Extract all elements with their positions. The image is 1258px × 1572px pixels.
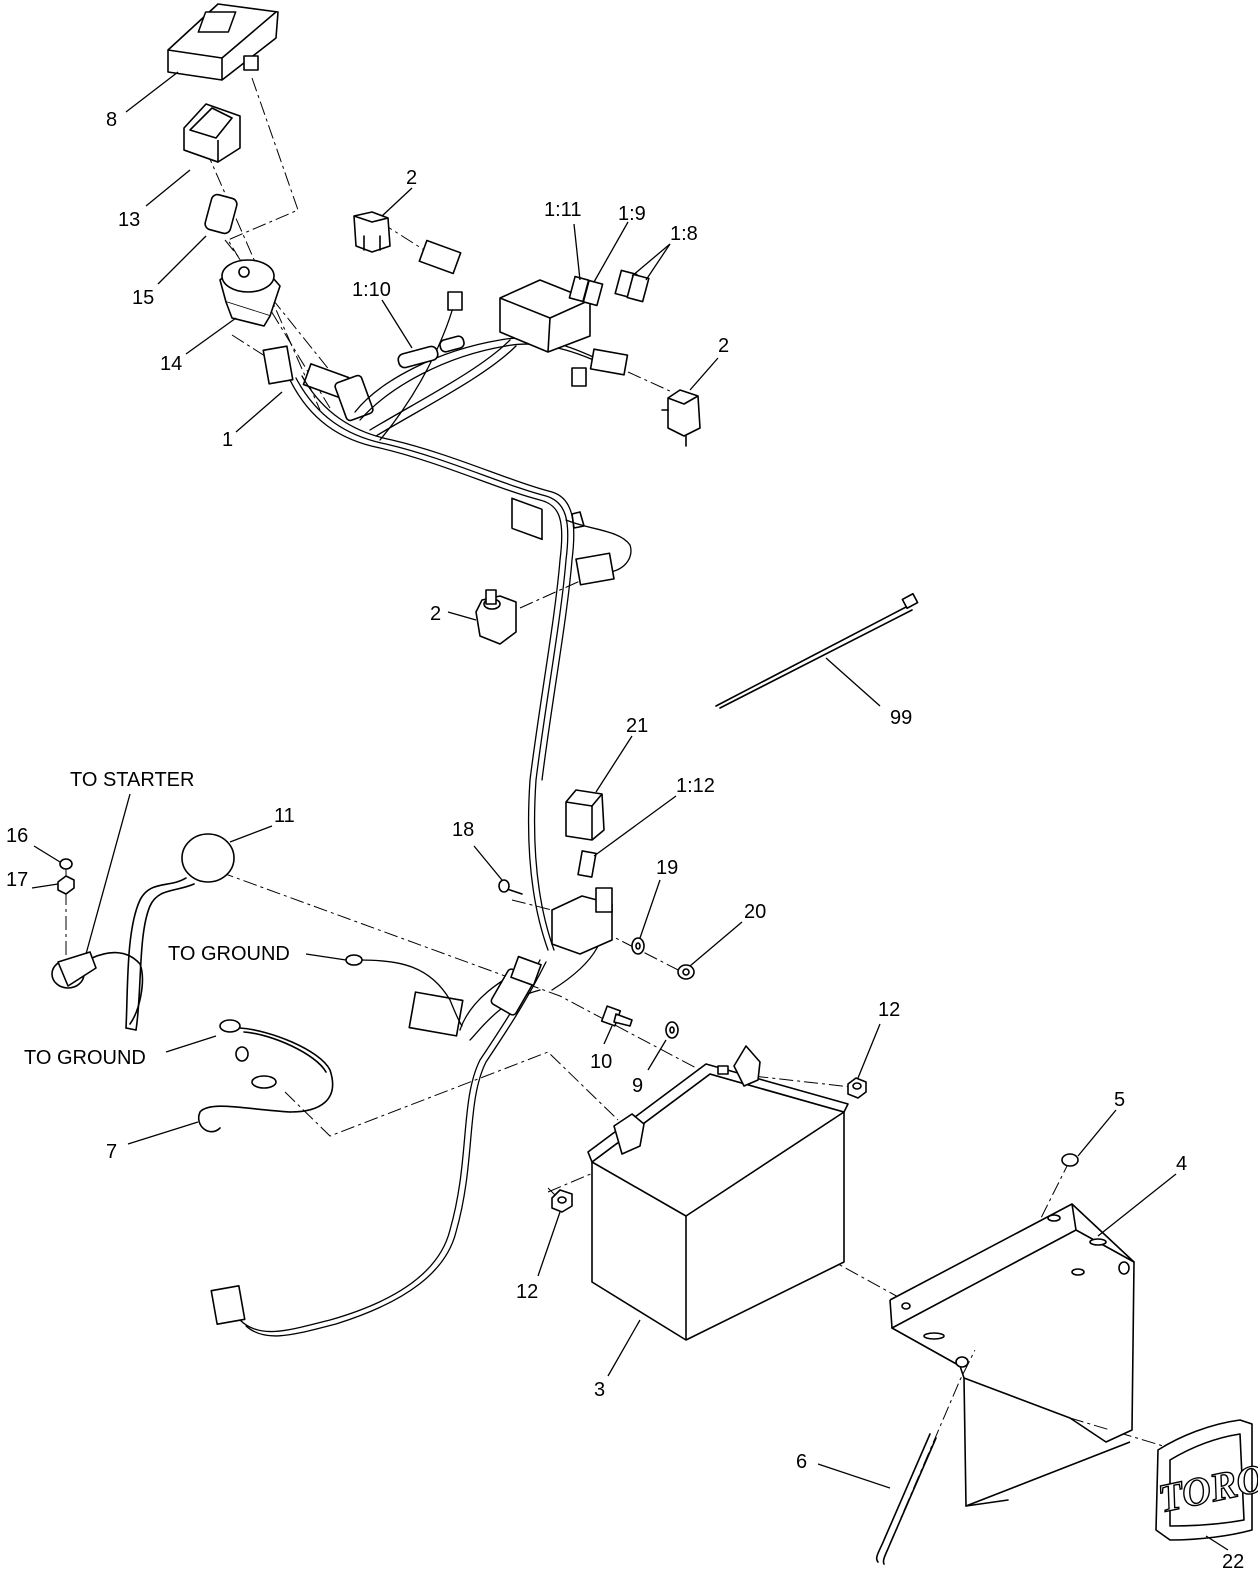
callout-20: 20	[744, 901, 766, 923]
starter-cable-part-11	[51, 833, 235, 1031]
callout-1-8: 1:8	[670, 223, 698, 245]
cable-tie-part-99	[715, 592, 919, 709]
washer-part-16	[59, 858, 73, 870]
callout-2-mid: 2	[430, 603, 441, 625]
callout-1-9: 1:9	[618, 203, 646, 225]
callout-3: 3	[594, 1379, 605, 1401]
nut-part-12-right	[847, 1077, 867, 1099]
callout-13: 13	[118, 209, 140, 231]
callout-22: 22	[1222, 1551, 1244, 1572]
bolt-part-10	[600, 1005, 633, 1027]
washer-part-19	[631, 937, 645, 955]
callout-12-right: 12	[878, 999, 900, 1021]
callout-4: 4	[1176, 1153, 1187, 1175]
toro-decal-part-15	[204, 193, 238, 235]
callout-labels: 8 13 15 14 1 2 1:11 1:9 1:8 1:10 2 2 99 …	[6, 109, 1244, 1572]
callout-14: 14	[160, 353, 182, 375]
switch-part-2-mid	[475, 589, 517, 645]
callout-21: 21	[626, 715, 648, 737]
key-switch-part-14	[219, 259, 281, 327]
callout-7: 7	[106, 1141, 117, 1163]
callout-2-top: 2	[406, 167, 417, 189]
nut-part-20	[677, 964, 695, 980]
callout-10: 10	[590, 1051, 612, 1073]
washer-part-9	[665, 1021, 679, 1039]
callout-99: 99	[890, 707, 912, 729]
callout-17: 17	[6, 869, 28, 891]
callout-1-12: 1:12	[676, 775, 715, 797]
toro-plate-part-22: TORO	[1154, 1419, 1258, 1541]
relay-socket	[551, 887, 613, 955]
callout-1-10: 1:10	[352, 279, 391, 301]
callout-8: 8	[106, 109, 117, 131]
callout-19: 19	[656, 857, 678, 879]
bolt-part-18	[498, 879, 523, 895]
battery-part-3	[587, 1045, 849, 1341]
callout-11: 11	[274, 805, 295, 827]
wire-harness-part-1	[210, 239, 632, 1337]
callout-15: 15	[132, 287, 154, 309]
rod-part-6	[875, 1433, 937, 1565]
switch-part-2-top	[353, 211, 391, 253]
fuse-part-1-12	[577, 850, 597, 878]
relay-part-21	[565, 789, 605, 841]
nut-part-5	[1061, 1153, 1079, 1167]
to-ground-label-lower: TO GROUND	[24, 1047, 146, 1069]
nut-part-17	[57, 875, 75, 895]
battery-tray-part-4	[889, 1203, 1135, 1507]
ground-cable-part-7	[197, 1019, 334, 1133]
rocker-switch-part-13	[183, 103, 241, 163]
to-starter-label: TO STARTER	[70, 769, 194, 791]
callout-18: 18	[452, 819, 474, 841]
fuses-parts-1-8-1-9-1-11	[568, 269, 650, 307]
hour-meter-part-8	[167, 3, 279, 81]
callout-9: 9	[632, 1075, 643, 1097]
callout-1-11: 1:11	[544, 199, 581, 221]
leader-lines	[31, 71, 1229, 1551]
callout-16: 16	[6, 825, 28, 847]
to-ground-label-upper: TO GROUND	[168, 943, 290, 965]
callout-12-left: 12	[516, 1281, 538, 1303]
callout-5: 5	[1114, 1089, 1125, 1111]
callout-6: 6	[796, 1451, 807, 1473]
callout-2-right: 2	[718, 335, 729, 357]
nut-part-12-left	[551, 1189, 573, 1213]
callout-1: 1	[222, 429, 233, 451]
switch-part-2-right	[661, 389, 701, 447]
